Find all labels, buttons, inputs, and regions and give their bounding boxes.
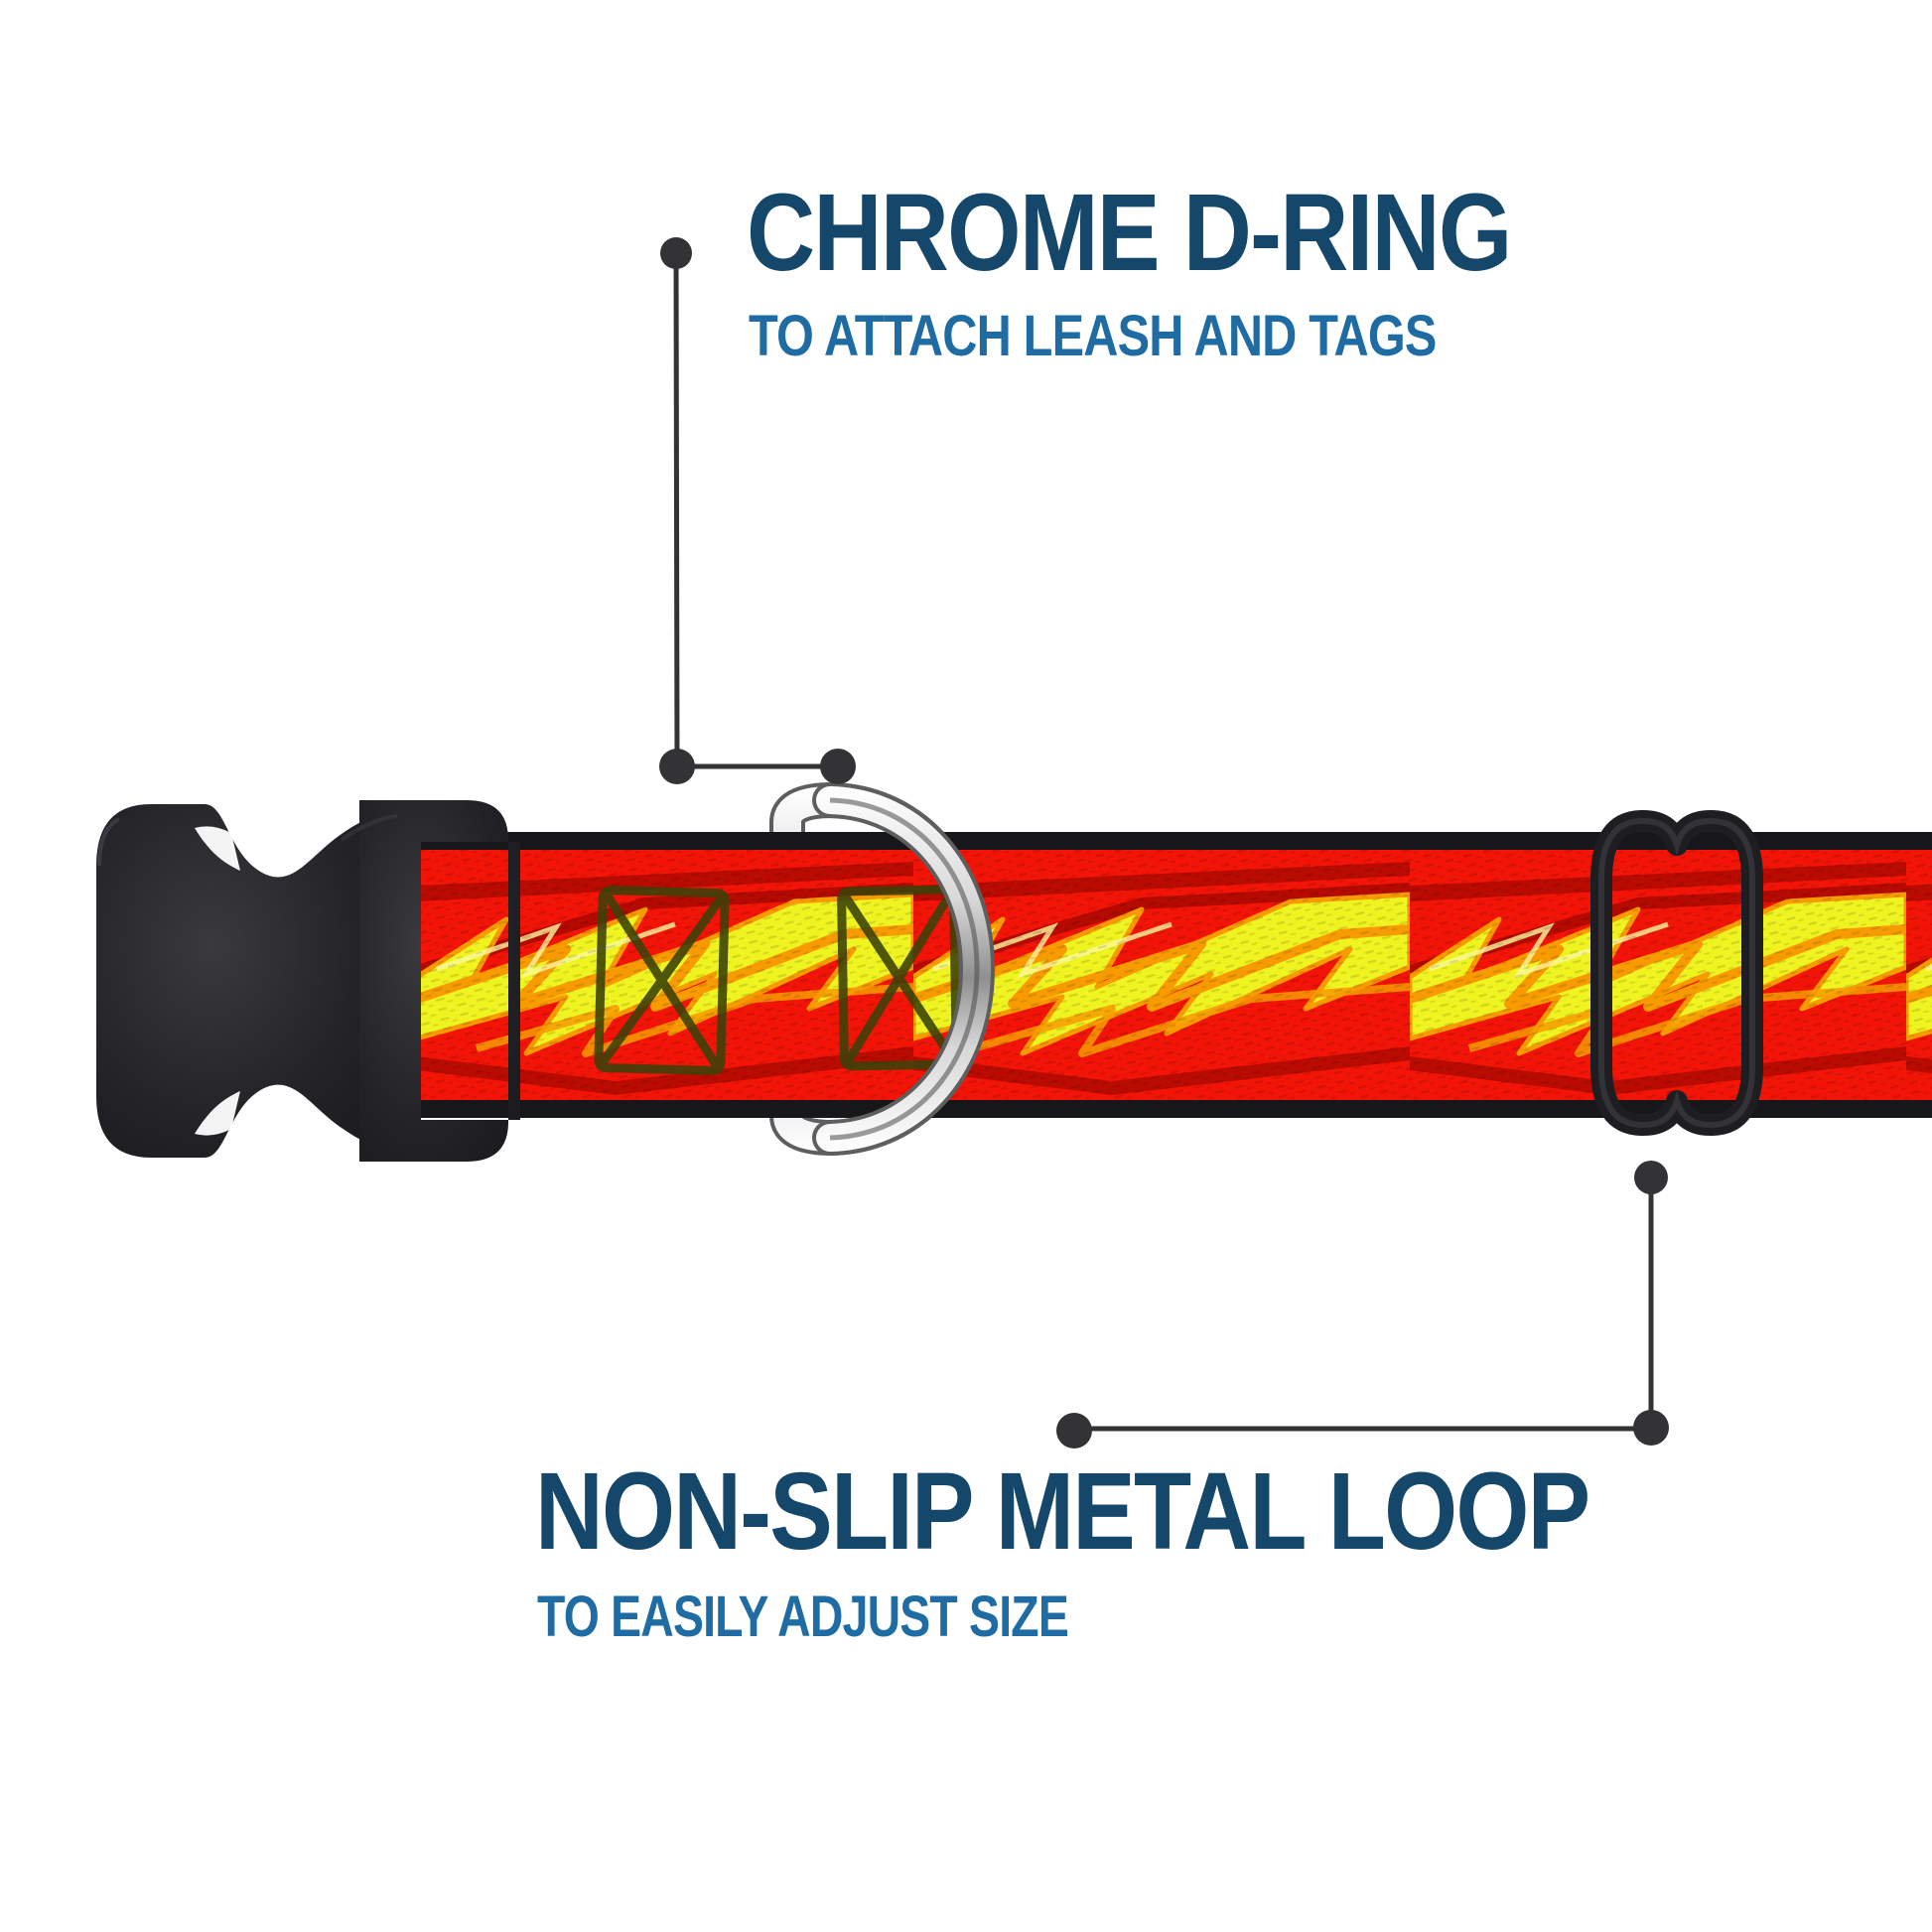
callout-bottom-connector	[1056, 1161, 1669, 1449]
bottom-callout-subtitle: TO EASILY ADJUST SIZE	[537, 1588, 1201, 1646]
callout-top-connector	[659, 237, 856, 784]
stitch-box-right	[837, 885, 961, 1071]
callout-dot	[659, 749, 695, 784]
buckle-gap-bottom	[195, 1091, 240, 1136]
collar-webbing	[405, 832, 1932, 1118]
d-ring-icon	[812, 782, 996, 1156]
callout-dot	[660, 237, 692, 269]
buckle-icon	[96, 800, 520, 1162]
top-callout-title: CHROME D-RING	[747, 179, 1625, 288]
callout-dot	[1056, 1413, 1092, 1449]
callout-dot	[1634, 1161, 1668, 1194]
top-callout-subtitle-text: TO ATTACH LEASH AND TAGS	[749, 304, 1437, 368]
slider-loop-icon	[1590, 810, 1763, 1136]
top-callout-subtitle: TO ATTACH LEASH AND TAGS	[749, 308, 1567, 365]
buckle-gap-top	[195, 826, 240, 871]
callout-dot	[820, 749, 856, 784]
bottom-callout-title: NON-SLIP METAL LOOP	[535, 1457, 1753, 1567]
bottom-callout-title-text: NON-SLIP METAL LOOP	[535, 1450, 1590, 1573]
bottom-callout-subtitle-text: TO EASILY ADJUST SIZE	[537, 1585, 1069, 1649]
stitch-box-left	[594, 886, 730, 1075]
callout-dot	[1633, 1410, 1669, 1446]
top-callout-title-text: CHROME D-RING	[747, 172, 1512, 294]
